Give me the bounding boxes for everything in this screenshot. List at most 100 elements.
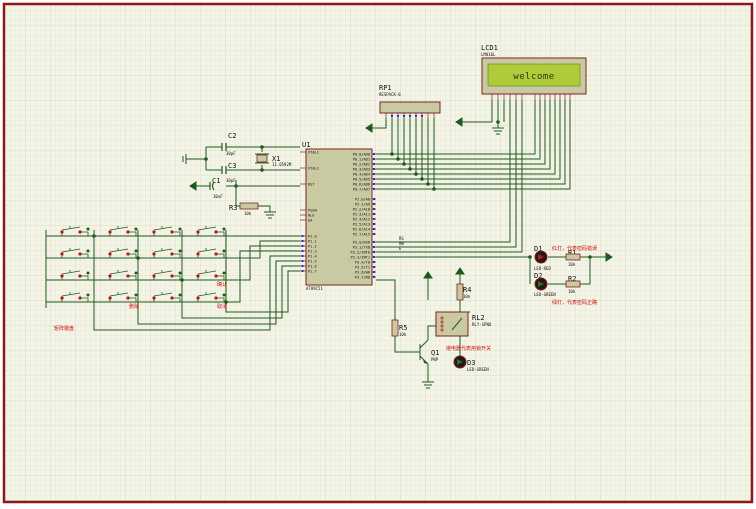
x1-value: 11.0592M	[272, 162, 292, 167]
keypad-button[interactable]	[48, 270, 90, 281]
x1-ref: X1	[272, 155, 280, 163]
mcu-pin-right: P0.3/AD3	[353, 168, 370, 172]
mcu-ref: U1	[302, 141, 310, 149]
mcu-pin-left: P1.1	[308, 240, 317, 244]
d2-ref: D2	[534, 272, 542, 280]
keypad-key-label: 取消	[217, 303, 227, 310]
mcu-pin-right: P2.7/A15	[353, 233, 370, 237]
r4-value: 10k	[463, 294, 471, 299]
keypad-button[interactable]: 取消	[184, 292, 227, 310]
mcu-left-pins: XTAL1XTAL2RSTPSENALEEAP1.0P1.1P1.2P1.3P1…	[300, 151, 319, 274]
mcu-pin-right: P3.6/WR	[355, 271, 371, 275]
c3-value: 30pF	[226, 178, 236, 183]
c2-ref: C2	[228, 132, 236, 140]
microcontroller-u1[interactable]: U1 XTAL1XTAL2RSTPSENALEEAP1.0P1.1P1.2P1.…	[300, 141, 404, 291]
mcu-pin-left: P1.5	[308, 260, 317, 264]
mcu-pin-right: P3.4/T0	[355, 261, 370, 265]
lcd-ref: LCD1	[481, 44, 498, 52]
capacitor-c3[interactable]: C3 30pF	[221, 162, 236, 183]
resistor-r3[interactable]: R3 10k	[229, 202, 259, 216]
mcu-pin-right: P3.3/INT1	[351, 256, 370, 260]
x1-body	[256, 154, 268, 163]
led-d2[interactable]: D2 LED-GREEN	[534, 272, 556, 297]
led-d1[interactable]: D1 LED-RED	[534, 245, 551, 271]
r2-value: 10k	[568, 289, 576, 294]
keypad-button[interactable]	[48, 226, 90, 237]
relay-rl2[interactable]: RL2 RLY-SPNO	[435, 311, 492, 337]
mcu-pin-right: P3.2/INT0	[351, 251, 370, 255]
transistor-q1[interactable]: Q1 PNP	[419, 339, 439, 365]
keypad-button[interactable]	[96, 248, 138, 259]
capacitor-c1[interactable]: C1 10uF	[209, 177, 223, 199]
lcd-module[interactable]: LCD1 LM016L welcome	[481, 44, 587, 100]
q1-ref: Q1	[431, 349, 439, 357]
keypad-key-label: 删除	[129, 303, 139, 310]
keypad-button[interactable]	[140, 292, 182, 303]
mcu-pin-left: P1.3	[308, 250, 317, 254]
rp1-part: RESPACK-8	[379, 92, 401, 97]
mcu-pin-right: P2.4/A12	[353, 218, 370, 222]
junctions	[92, 120, 592, 304]
mcu-pin-right: P0.6/AD6	[353, 183, 370, 187]
lcd-display-text: welcome	[513, 72, 554, 82]
rp1-body	[379, 101, 441, 114]
keypad-button[interactable]	[140, 248, 182, 259]
mcu-pin-right: P0.7/AD7	[353, 188, 370, 192]
resistor-pack-rp1[interactable]: RP1 RESPACK-8	[379, 84, 441, 118]
d3-value: LED-GREEN	[467, 367, 489, 372]
keypad-button[interactable]	[184, 248, 226, 259]
q1-value: PNP	[431, 357, 439, 362]
c3-ref: C3	[228, 162, 236, 170]
mcu-pin-left: EA	[308, 219, 313, 223]
note-relay: 继电器代表用锁开关	[446, 345, 491, 352]
rl2-ref: RL2	[472, 314, 485, 322]
note-d2: 绿灯，代表密码正确	[552, 299, 597, 306]
mcu-pin-right: P3.0/RXD	[353, 241, 370, 245]
d1-ref: D1	[534, 245, 542, 253]
resistor-r1[interactable]: R1 10k	[565, 249, 581, 267]
mcu-pin-right: P2.0/A8	[355, 198, 370, 202]
r1-ref: R1	[568, 249, 576, 257]
led-d3[interactable]: D3 LED-GREEN	[453, 355, 489, 372]
c1-value: 10uF	[213, 194, 223, 199]
mcu-pin-right: P0.2/AD2	[353, 163, 370, 167]
d3-ref: D3	[467, 359, 475, 367]
resistor-r4[interactable]: R4 10k	[456, 283, 471, 301]
keypad-button[interactable]	[48, 248, 90, 259]
r2-ref: R2	[568, 275, 576, 283]
capacitor-c2[interactable]: C2 30pF	[221, 132, 236, 156]
keypad-button[interactable]	[140, 270, 182, 281]
mcu-pin-left: RST	[308, 183, 315, 187]
mcu-pin-right: P0.1/AD1	[353, 158, 370, 162]
mcu-pin-left: XTAL2	[308, 167, 319, 171]
r1-value: 10k	[568, 262, 576, 267]
resistor-r5[interactable]: R5 10k	[391, 319, 407, 337]
crystal-x1[interactable]: X1 11.0592M	[255, 153, 292, 167]
ground-symbols	[182, 117, 613, 389]
c1-ref: C1	[212, 177, 220, 185]
keypad-button[interactable]	[96, 226, 138, 237]
mcu-pin-left: XTAL1	[308, 151, 319, 155]
keypad-button[interactable]: 确认	[184, 270, 227, 288]
keypad-button[interactable]	[48, 292, 90, 303]
net-label-rw: RW	[399, 241, 404, 246]
keypad-button[interactable]: 删除	[96, 292, 139, 310]
mcu-pin-right: P2.2/A10	[353, 208, 370, 212]
keypad-button[interactable]	[96, 270, 138, 281]
note-keypad: 矩阵键盘	[54, 325, 74, 332]
mcu-pin-left: P1.0	[308, 235, 317, 239]
keypad-button[interactable]	[140, 226, 182, 237]
wires	[45, 100, 606, 382]
r5-ref: R5	[399, 324, 407, 332]
d2-value: LED-GREEN	[534, 292, 556, 297]
mcu-pin-right: P2.5/A13	[353, 223, 370, 227]
resistor-r2[interactable]: R2 10k	[565, 275, 581, 294]
mcu-pin-left: PSEN	[308, 209, 317, 213]
mcu-pin-right: P2.6/A14	[353, 228, 370, 232]
net-label-e: E	[399, 246, 402, 251]
mcu-pin-right: P0.0/AD0	[353, 153, 370, 157]
mcu-body	[305, 148, 373, 286]
keypad-button[interactable]	[184, 226, 226, 237]
